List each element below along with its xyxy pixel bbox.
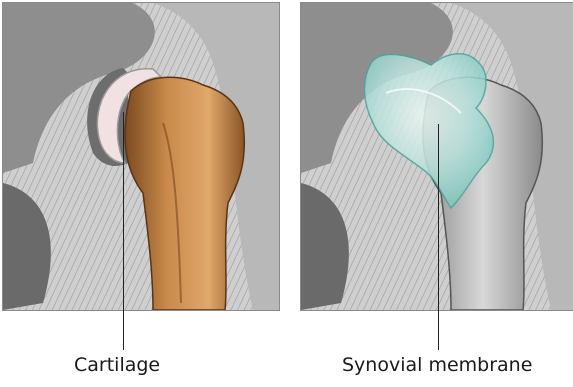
hip-joint-cartilage-drawing [3, 3, 279, 310]
synovial-leader-line [438, 124, 439, 350]
cartilage-label: Cartilage [74, 354, 160, 376]
cartilage-leader-line [123, 112, 124, 350]
hip-joint-synovial-drawing [301, 3, 573, 310]
cartilage-illustration-panel [2, 2, 280, 311]
synovial-membrane-label: Synovial membrane [342, 354, 532, 376]
synovial-membrane-illustration-panel [300, 2, 573, 311]
